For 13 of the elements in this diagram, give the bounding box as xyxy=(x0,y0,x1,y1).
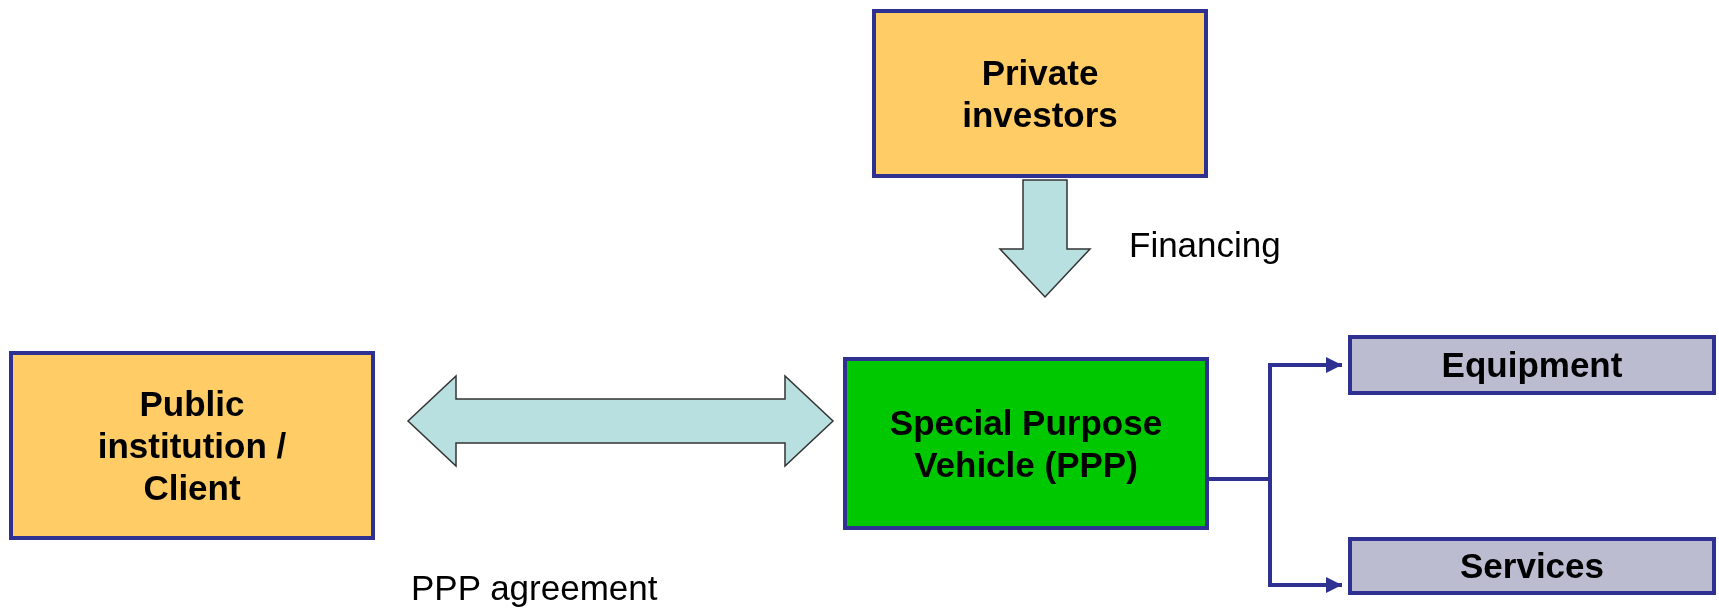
process-box xyxy=(1348,335,1716,395)
node-label: Public institution / Client xyxy=(96,382,288,509)
block-arrow xyxy=(406,374,835,468)
process-box xyxy=(1348,537,1716,595)
block-arrow xyxy=(998,179,1092,299)
arrow xyxy=(1209,477,1342,593)
process-box xyxy=(843,357,1209,530)
process-box xyxy=(9,351,375,540)
node-label: Private investors xyxy=(961,51,1119,136)
node-label: Special Purpose Vehicle (PPP) xyxy=(888,401,1164,486)
node-label: Equipment xyxy=(1441,344,1623,386)
process-box xyxy=(872,9,1208,178)
node-label: Services xyxy=(1460,545,1604,587)
